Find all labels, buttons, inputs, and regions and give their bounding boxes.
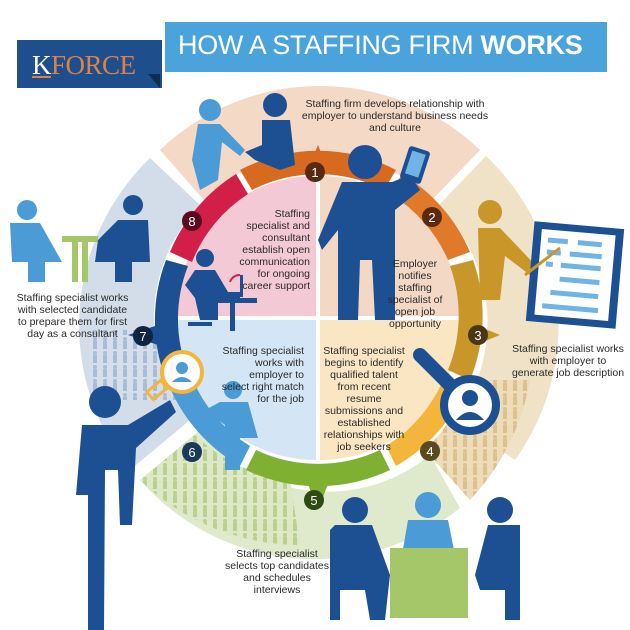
step-3-description: Staffing specialist works with employer … xyxy=(511,343,625,379)
interview-meeting-icon xyxy=(330,492,520,620)
step-6-description: Staffing specialist works with employer … xyxy=(221,345,304,405)
badge-5 xyxy=(304,490,324,510)
logo-rest: FORCE xyxy=(51,50,136,80)
ring-segment-8 xyxy=(170,174,248,262)
kforce-logo: KFORCE xyxy=(32,50,136,81)
seated-consultation-icon xyxy=(10,195,150,282)
badge-7 xyxy=(133,326,153,346)
title-regular: HOW A STAFFING FIRM xyxy=(178,30,481,60)
badge-6-number: 6 xyxy=(188,445,195,460)
magnifier-search-icon xyxy=(413,348,500,435)
step-8-description: Staffing specialist and consultant estab… xyxy=(239,208,310,292)
outer-ring xyxy=(79,86,559,560)
person-at-computer-icon xyxy=(185,249,257,331)
badge-2-number: 2 xyxy=(428,210,435,225)
title-banner xyxy=(165,22,607,72)
step-badges: 1 2 3 4 5 6 7 8 xyxy=(133,162,488,510)
presenter-with-chart-icon xyxy=(478,200,625,329)
standing-man-pointing-icon xyxy=(76,386,176,630)
ring-segment-3 xyxy=(448,260,483,380)
step-1-description: Staffing firm develops relationship with… xyxy=(301,98,489,134)
page-title: HOW A STAFFING FIRM WORKS xyxy=(178,30,583,61)
step-7-description: Staffing specialist works with selected … xyxy=(16,292,129,340)
badge-6 xyxy=(182,442,202,462)
badge-7-number: 7 xyxy=(139,329,146,344)
badge-1-number: 1 xyxy=(311,165,318,180)
ring-segment-7 xyxy=(154,260,188,380)
badge-8 xyxy=(182,211,202,231)
badge-3 xyxy=(468,325,488,345)
logo-initial: K xyxy=(32,50,52,80)
kforce-logo-box xyxy=(17,40,162,88)
lightbulb-idea-icon xyxy=(144,350,204,402)
employer-figure-icon xyxy=(205,381,258,470)
handshake-figures-icon xyxy=(192,93,295,190)
ring-segment-5 xyxy=(246,450,390,487)
badge-4-number: 4 xyxy=(426,444,433,459)
badge-2 xyxy=(422,207,442,227)
badge-8-number: 8 xyxy=(188,214,195,229)
step-2-description: Employer notifies staffing specialist of… xyxy=(387,258,443,330)
badge-5-number: 5 xyxy=(310,493,317,508)
badge-3-number: 3 xyxy=(474,328,481,343)
badge-4 xyxy=(420,441,440,461)
step-5-description: Staffing specialist selects top candidat… xyxy=(225,548,329,596)
step-4-description: Staffing specialist begins to identify q… xyxy=(323,345,405,453)
logo-fold-decoration xyxy=(148,74,160,88)
man-with-phone-icon xyxy=(318,145,430,320)
title-bold: WORKS xyxy=(480,30,583,60)
badge-1 xyxy=(305,162,325,182)
